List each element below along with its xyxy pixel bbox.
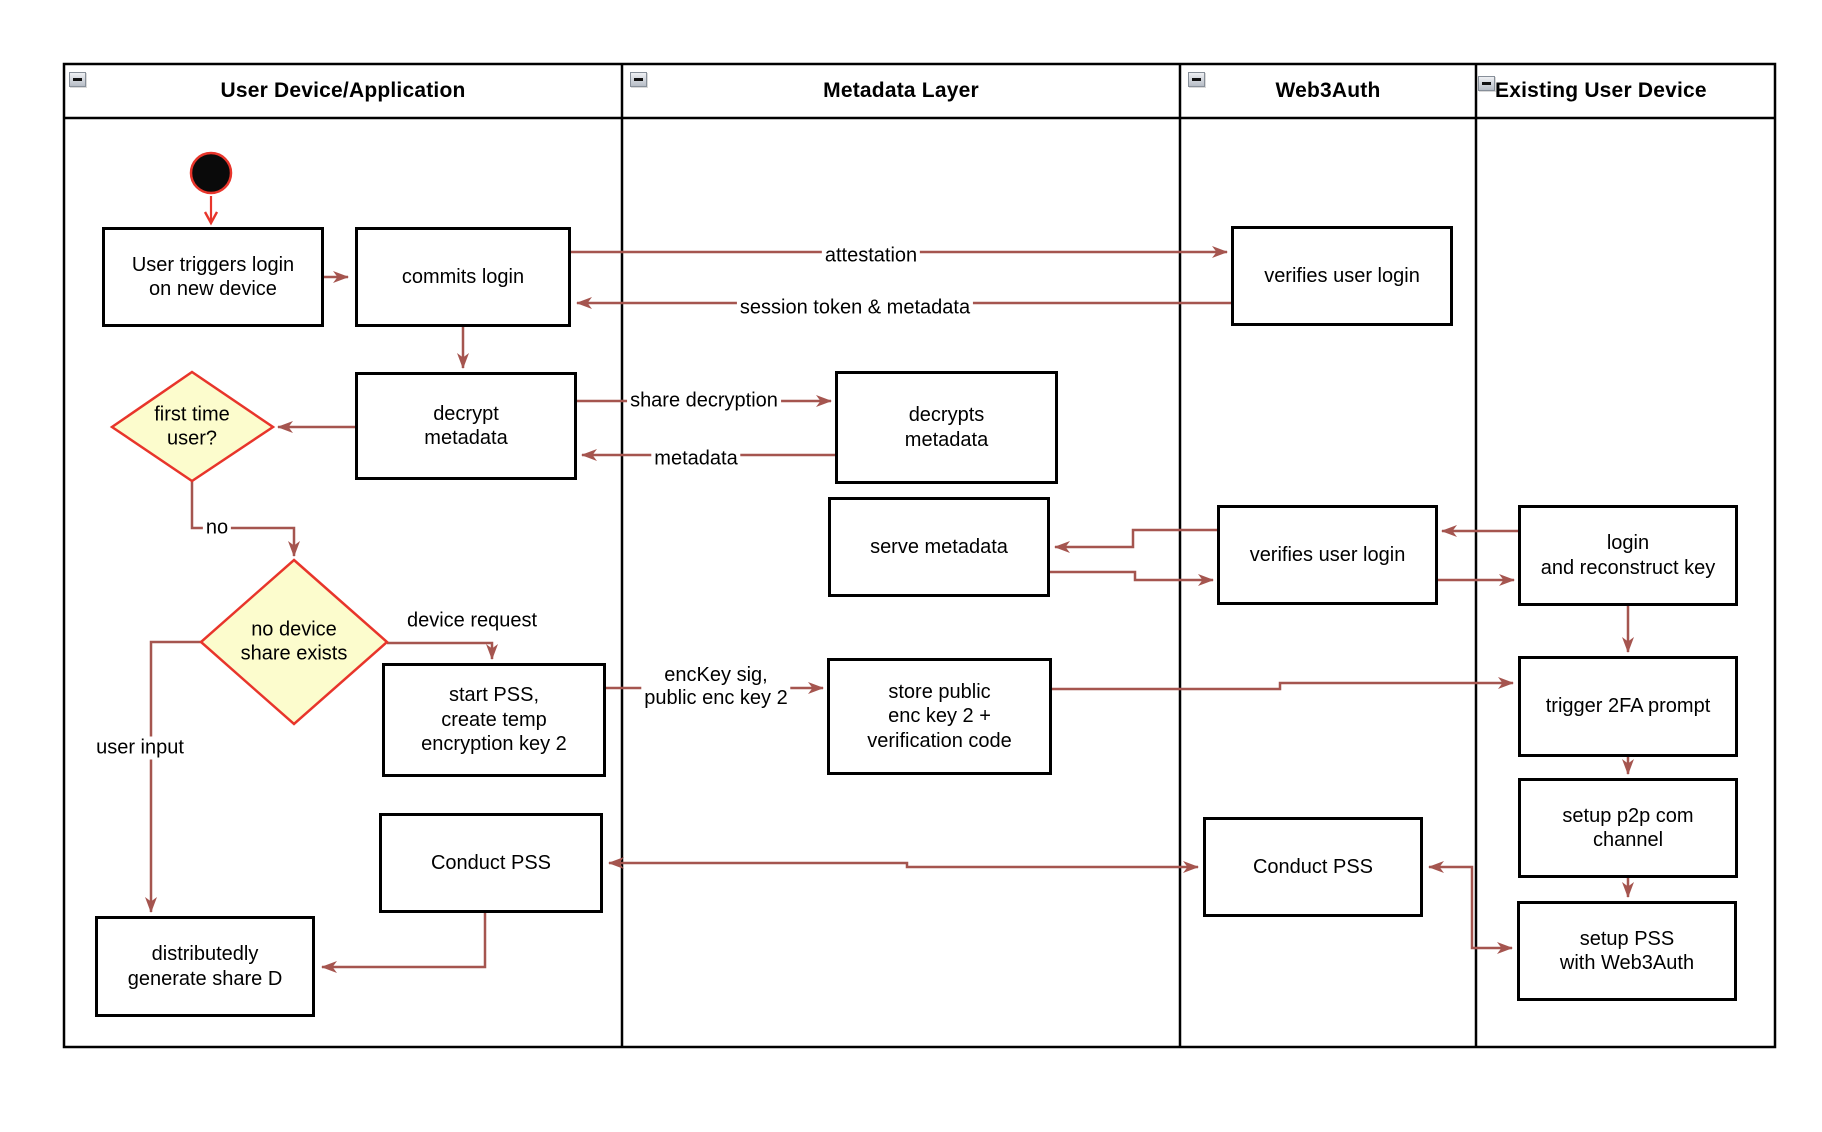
edge-conduct-w3a-setup-pss	[1428, 861, 1513, 954]
decision-no-device-share-label: no device share exists	[240, 618, 348, 665]
minus-icon	[1192, 78, 1201, 81]
lane-header-user-device: User Device/Application	[220, 79, 466, 102]
lane-header-metadata-layer: Metadata Layer	[823, 79, 979, 102]
collapse-icon[interactable]	[69, 72, 86, 87]
initial-state-node	[189, 151, 233, 195]
minus-icon	[634, 78, 643, 81]
edge-conduct-pss-bidirectional	[608, 857, 1199, 873]
collapse-icon[interactable]	[1478, 76, 1495, 91]
node-verifies-user-login-1: verifies user login	[1231, 226, 1453, 326]
edge-label-enckey-sig: encKey sig, public enc key 2	[641, 664, 791, 710]
collapse-icon[interactable]	[1188, 72, 1205, 87]
edge-label-attestation: attestation	[821, 244, 921, 268]
lane-header-web3auth: Web3Auth	[1275, 79, 1381, 102]
lane-header-existing-device: Existing User Device	[1495, 79, 1707, 102]
node-trigger-2fa: trigger 2FA prompt	[1518, 656, 1738, 757]
node-setup-pss-web3auth: setup PSS with Web3Auth	[1517, 901, 1737, 1001]
edge-user-input	[145, 640, 201, 913]
edge-store-to-2fa	[1052, 677, 1514, 691]
minus-icon	[1482, 82, 1491, 85]
node-login-reconstruct-key: login and reconstruct key	[1518, 505, 1738, 606]
edge-device-request	[387, 641, 498, 660]
node-setup-p2p: setup p2p com channel	[1518, 778, 1738, 878]
edge-verifies2-to-serve	[1054, 528, 1217, 553]
node-conduct-pss-w3a: Conduct PSS	[1203, 817, 1423, 917]
node-decrypts-metadata: decrypts metadata	[835, 371, 1058, 484]
node-verifies-user-login-2: verifies user login	[1217, 505, 1438, 605]
node-store-public-enc-key: store public enc key 2 + verification co…	[827, 658, 1052, 775]
node-start-pss: start PSS, create temp encryption key 2	[382, 663, 606, 777]
node-decrypt-metadata: decrypt metadata	[355, 372, 577, 480]
node-conduct-pss-user: Conduct PSS	[379, 813, 603, 913]
edge-label-share-decryption: share decryption	[627, 389, 781, 413]
node-serve-metadata: serve metadata	[828, 497, 1050, 597]
edge-label-no: no	[202, 516, 232, 540]
minus-icon	[73, 78, 82, 81]
node-commits-login: commits login	[355, 227, 571, 327]
decision-first-time-user-label: first time user?	[154, 403, 230, 450]
edge-label-device-request: device request	[406, 609, 538, 632]
collapse-icon[interactable]	[630, 72, 647, 87]
edge-label-metadata: metadata	[651, 447, 741, 471]
edge-serve-to-verifies2	[1050, 570, 1214, 586]
edge-label-user-input: user input	[93, 736, 187, 760]
edge-label-session-token: session token & metadata	[736, 296, 974, 320]
node-distributedly-generate-share: distributedly generate share D	[95, 916, 315, 1017]
node-user-triggers-login: User triggers login on new device	[102, 227, 324, 327]
edge-conduct-to-generate-share	[321, 913, 487, 973]
